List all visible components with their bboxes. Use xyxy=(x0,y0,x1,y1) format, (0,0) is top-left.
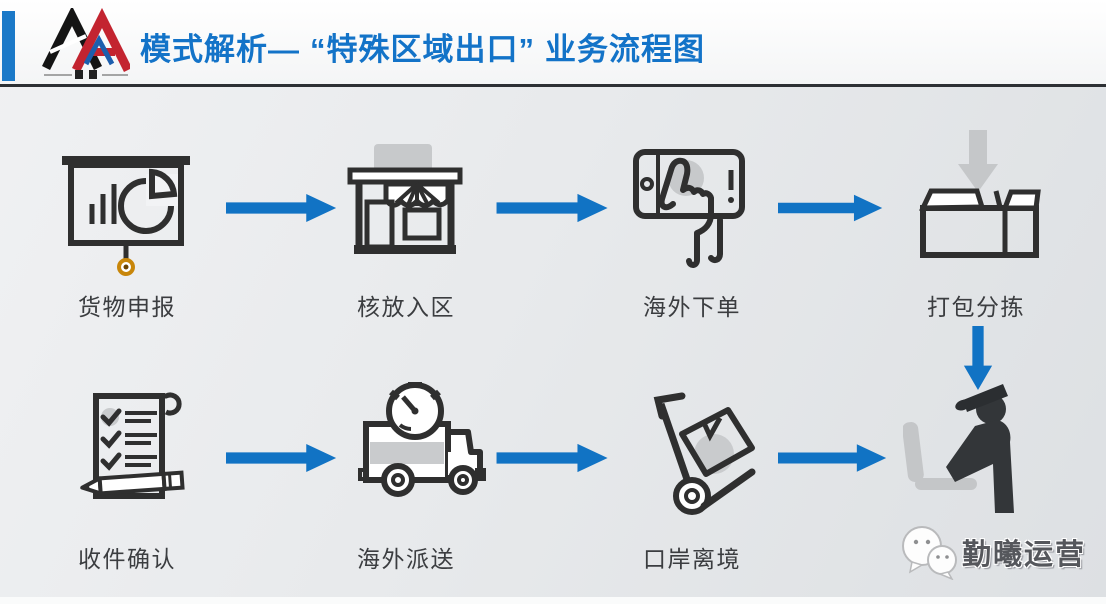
node-label: 收件确认 xyxy=(78,546,176,572)
flow-arrow-down-icon xyxy=(962,324,994,394)
flow-arrow-right-icon xyxy=(778,192,884,224)
header-divider xyxy=(0,84,1106,87)
title-suffix: 业务流程图 xyxy=(545,32,705,67)
header xyxy=(0,0,1106,84)
bottom-strip xyxy=(0,597,1106,604)
tap-order-icon xyxy=(632,148,748,272)
node-label: 货物申报 xyxy=(78,294,176,320)
wechat-icon xyxy=(898,524,960,580)
node-label: 核放入区 xyxy=(357,294,455,320)
title-prefix: 模式解析— xyxy=(140,32,300,67)
watermark-text: 勤曦运营 xyxy=(962,539,1087,571)
flow-arrow-right-icon xyxy=(490,442,616,474)
delivery-truck-icon xyxy=(358,382,486,504)
node-label: 海外派送 xyxy=(357,546,455,572)
storefront-icon xyxy=(344,144,466,260)
flow-arrow-right-icon xyxy=(226,442,338,474)
node-label: 口岸离境 xyxy=(643,546,741,572)
header-accent-bar xyxy=(2,11,15,81)
flow-arrow-right-icon xyxy=(490,192,616,224)
company-logo-icon xyxy=(42,8,130,84)
flow-arrow-right-icon xyxy=(226,192,338,224)
handtruck-icon xyxy=(652,390,760,516)
packing-box-icon xyxy=(916,188,1044,258)
gray-down-arrow-icon xyxy=(956,130,1000,194)
checklist-icon xyxy=(74,388,196,510)
flow-arrow-right-icon xyxy=(778,442,888,474)
title-quoted: “特殊区域出口” xyxy=(310,32,535,67)
presentation-chart-icon xyxy=(58,150,194,280)
customs-officer-icon xyxy=(903,378,1035,513)
node-label: 打包分拣 xyxy=(927,294,1025,320)
slide-title: 模式解析— “特殊区域出口” 业务流程图 xyxy=(140,24,705,69)
node-label: 海外下单 xyxy=(643,294,741,320)
watermark: 勤曦运营 xyxy=(898,524,1086,580)
